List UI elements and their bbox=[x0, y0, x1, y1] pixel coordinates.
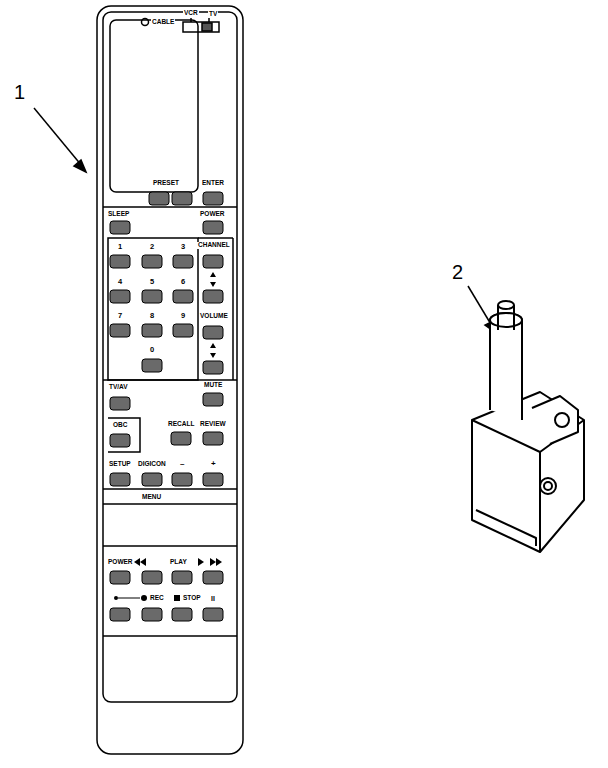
button-label: PLAY bbox=[169, 559, 188, 566]
button-label: 4 bbox=[117, 278, 123, 286]
button-label: SLEEP bbox=[107, 211, 130, 218]
button-label: MUTE bbox=[203, 382, 223, 389]
button-label: TV/AV bbox=[108, 384, 129, 391]
button-label: 3 bbox=[180, 243, 186, 251]
leader-arrows bbox=[34, 108, 496, 333]
remote-buttons bbox=[110, 192, 223, 621]
button-label: 9 bbox=[180, 312, 186, 320]
button-label: 8 bbox=[149, 312, 155, 320]
button-label: 6 bbox=[180, 278, 186, 286]
button-label: POWER bbox=[107, 559, 134, 566]
button-label: II bbox=[210, 595, 216, 602]
button-label: CHANNEL bbox=[197, 242, 231, 249]
button-label: + bbox=[210, 460, 217, 468]
adapter-plug bbox=[472, 301, 584, 552]
button-label: 1 bbox=[117, 243, 123, 251]
button-label: 5 bbox=[149, 278, 155, 286]
button-label: OBC bbox=[112, 422, 128, 429]
button-label: 2 bbox=[149, 243, 155, 251]
callout-number: 1 bbox=[13, 82, 26, 102]
button-label: POWER bbox=[199, 211, 226, 218]
button-label: STOP bbox=[182, 595, 202, 602]
button-label: REC bbox=[149, 595, 165, 602]
button-label: VOLUME bbox=[199, 313, 229, 320]
button-label: ENTER bbox=[201, 180, 225, 187]
button-label: DIGICON bbox=[137, 461, 167, 468]
button-label: 7 bbox=[117, 312, 123, 320]
button-label: 0 bbox=[149, 346, 155, 354]
button-label: TV bbox=[208, 11, 218, 18]
button-label: RECALL bbox=[167, 421, 195, 428]
button-label: SETUP bbox=[108, 461, 132, 468]
button-label: REVIEW bbox=[199, 421, 227, 428]
button-label: PRESET bbox=[152, 180, 180, 187]
remote-control bbox=[97, 6, 243, 754]
button-label: MENU bbox=[141, 494, 162, 501]
button-label: – bbox=[179, 460, 185, 468]
callout-number: 2 bbox=[451, 262, 464, 282]
remote-symbols bbox=[114, 272, 222, 601]
button-label: CABLE bbox=[151, 19, 175, 26]
button-label: VCR bbox=[183, 10, 199, 17]
